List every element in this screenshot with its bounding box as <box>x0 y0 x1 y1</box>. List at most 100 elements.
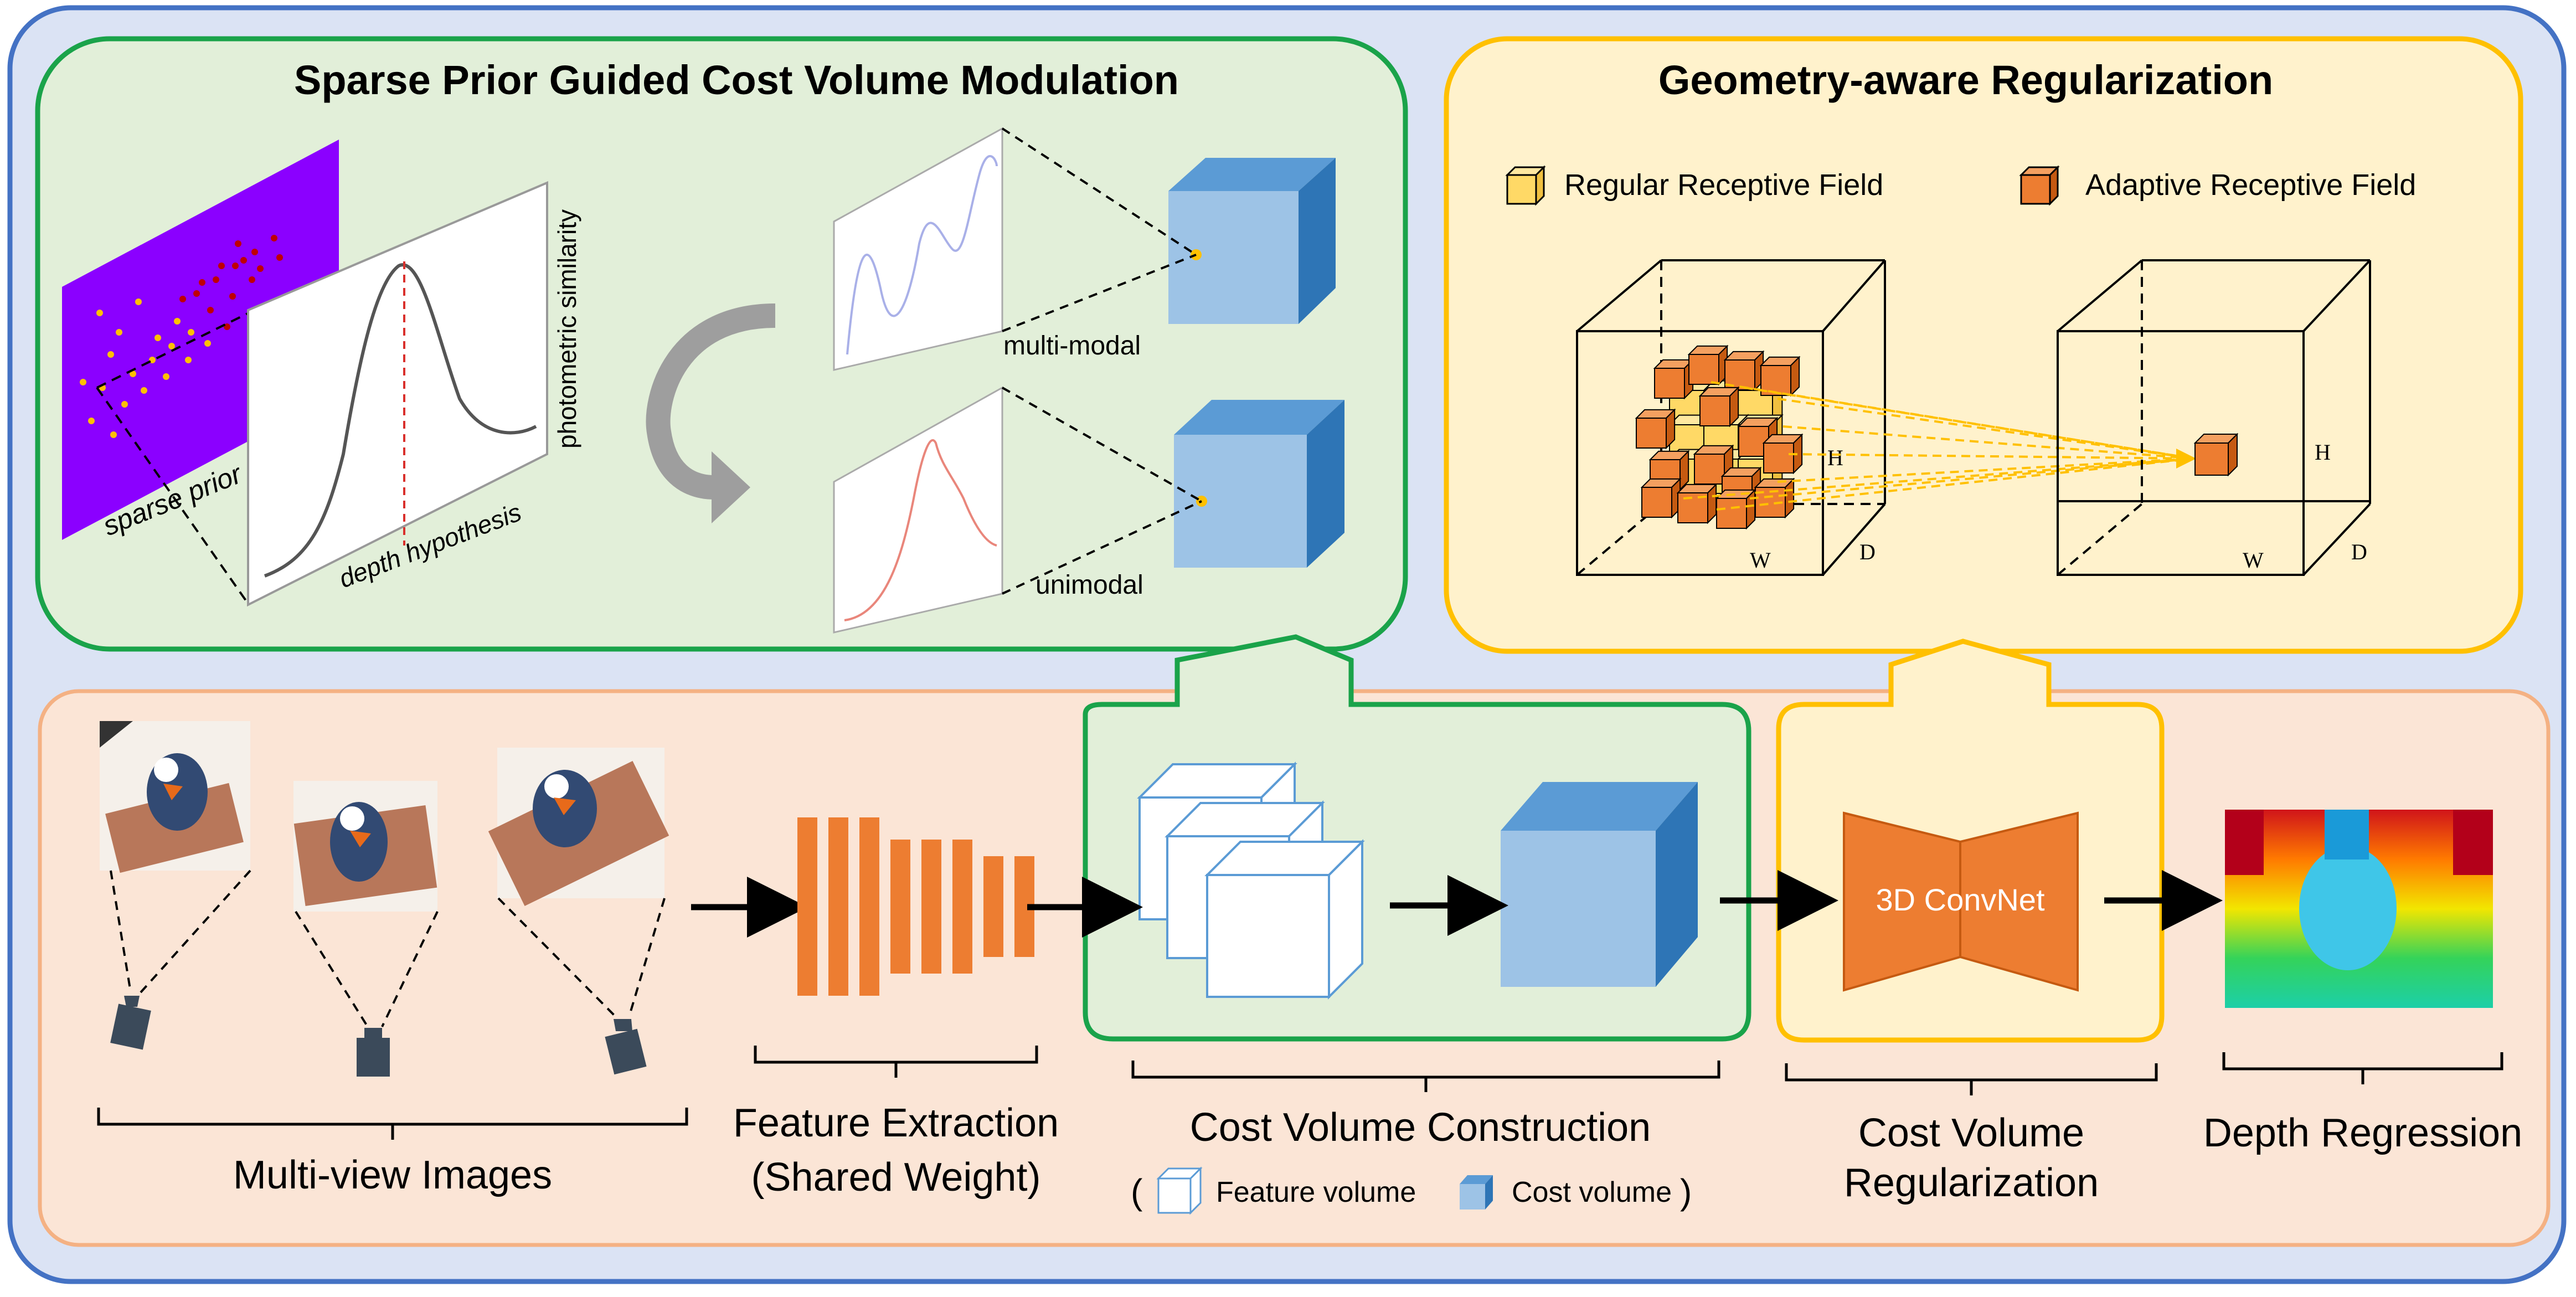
sparse-point <box>271 235 277 241</box>
sparse-point <box>110 431 117 438</box>
sparse-point <box>88 418 95 424</box>
sparse-point <box>204 340 211 347</box>
camera-frusta <box>110 869 666 1028</box>
feature-volume-legend-label: Feature volume <box>1216 1176 1416 1208</box>
feature-extractor <box>797 817 1034 996</box>
adaptive-field-cube <box>1687 344 1729 386</box>
sparse-point <box>218 263 225 269</box>
modulation-arrow <box>646 303 776 500</box>
receptive-ray <box>1777 457 2194 483</box>
feature-layer-bar <box>921 840 941 974</box>
depth-bracket <box>2222 1052 2503 1084</box>
sparse-point <box>235 240 241 247</box>
depth-label: Depth Regression <box>2203 1111 2522 1155</box>
right-cube-d-label: D <box>2351 539 2367 564</box>
sparse-point <box>96 310 103 316</box>
feature-volume-legend-icon <box>1156 1166 1203 1215</box>
unimodal-curve <box>844 439 997 621</box>
multimodal-cube <box>1168 158 1336 324</box>
receptive-field-cluster <box>1635 344 1804 530</box>
receptive-ray <box>1788 453 2194 460</box>
unimodal-label: unimodal <box>1035 570 1143 600</box>
legend-open-paren: ( <box>1131 1172 1142 1212</box>
adaptive-field-cube <box>1759 356 1801 397</box>
regular-field-legend-label: Regular Receptive Field <box>1564 168 1883 202</box>
feature-volume-stack <box>1137 761 1365 1000</box>
feature-layer-bar <box>828 817 848 996</box>
adaptive-field-cube <box>1762 433 1804 475</box>
ray-arrowhead <box>2176 449 2196 469</box>
camera-icon-2 <box>357 1028 390 1077</box>
similarity-plot-plane <box>247 181 548 607</box>
cost-volume-regularization-box: 3D ConvNet <box>1776 639 2165 1043</box>
sparse-point <box>232 263 239 269</box>
cost-volume-legend-label: Cost volume <box>1512 1176 1672 1208</box>
sparse-point <box>80 379 86 385</box>
feature-label-line1: Feature Extraction <box>733 1101 1059 1145</box>
regular-field-legend-icon <box>1505 165 1546 206</box>
receptive-ray <box>1782 425 2194 460</box>
right-cube-h-label: H <box>2315 440 2331 465</box>
cost-volume-legend-icon <box>1460 1175 1493 1209</box>
sparse-point <box>199 279 205 286</box>
adaptive-field-cube <box>1754 477 1795 519</box>
left-cube-d-label: D <box>1859 539 1876 564</box>
view-image-3 <box>488 748 669 906</box>
receptive-rays <box>1683 381 2196 511</box>
adaptive-field-cube <box>1653 358 1694 400</box>
view-image-1 <box>100 721 250 873</box>
unimodal-cube <box>1174 400 1344 568</box>
feature-layer-bar <box>983 856 1003 957</box>
adaptive-field-legend-label: Adaptive Receptive Field <box>2085 168 2416 202</box>
sparse-point <box>154 334 161 341</box>
feature-bracket <box>754 1046 1038 1078</box>
sparse-point <box>107 351 114 358</box>
sparse-prior-panel-title: Sparse Prior Guided Cost Volume Modulati… <box>294 57 1179 103</box>
receptive-ray <box>1716 457 2194 511</box>
geometry-panel-title: Geometry-aware Regularization <box>1658 57 2273 103</box>
left-cube-w-label: W <box>1750 548 1771 573</box>
sparse-point <box>207 307 214 313</box>
multimodal-curve <box>846 155 998 355</box>
feature-layer-bar <box>890 840 910 974</box>
adaptive-field-cube <box>1676 483 1718 524</box>
multiview-bracket <box>97 1108 688 1140</box>
adaptive-field-legend-icon <box>2019 165 2060 206</box>
sparse-point <box>240 257 247 264</box>
feature-label-line2: (Shared Weight) <box>751 1155 1041 1200</box>
sparse-point <box>188 329 194 336</box>
receptive-ray <box>1711 381 2194 460</box>
multimodal-label: multi-modal <box>1003 331 1141 361</box>
sparse-point <box>168 343 175 349</box>
adaptive-field-cube <box>1640 477 1682 519</box>
sparse-point <box>141 387 147 394</box>
legend-close-paren: ) <box>1680 1172 1692 1212</box>
feature-volume-cube <box>1204 839 1365 1000</box>
regularization-bracket <box>1785 1063 2158 1095</box>
adaptive-receptive-cube <box>2057 259 2371 576</box>
view-image-2 <box>293 781 437 912</box>
sparse-point <box>193 290 200 297</box>
sparse-point <box>116 329 122 336</box>
left-cube-h-label: H <box>1827 445 1843 470</box>
cost-volume-cube <box>1501 782 1698 987</box>
sparse-point <box>257 265 264 272</box>
sparse-point <box>121 401 128 408</box>
sparse-point <box>276 254 283 261</box>
sparse-point <box>163 373 169 380</box>
convnet-label: 3D ConvNet <box>1876 882 2044 917</box>
sparse-point <box>179 296 186 302</box>
modulation-arrow-head <box>712 451 750 523</box>
adaptive-field-cube <box>1698 386 1740 428</box>
sparse-point <box>251 249 258 255</box>
cost-volume-construction-box <box>1083 634 1751 1042</box>
sparse-prior-dots <box>80 235 283 438</box>
y-axis-label: photometric similarity <box>553 209 581 449</box>
multiview-label: Multi-view Images <box>233 1153 552 1197</box>
adaptive-field-cube <box>1715 488 1756 530</box>
sparse-prior-panel: Sparse Prior Guided Cost Volume Modulati… <box>35 36 1408 652</box>
sparse-point <box>185 357 192 363</box>
regularization-label-line2: Regularization <box>1844 1161 2099 1205</box>
sparse-prior-plane <box>62 140 339 540</box>
